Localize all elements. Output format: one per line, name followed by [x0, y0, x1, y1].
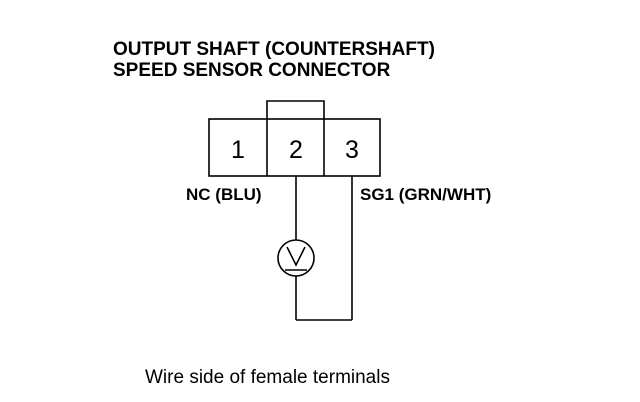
- connector-latch: [266, 100, 325, 119]
- connector-housing: [208, 100, 381, 177]
- diagram-title-line-2: SPEED SENSOR CONNECTOR: [113, 60, 391, 81]
- voltmeter-icon: [277, 239, 315, 277]
- voltmeter-v-glyph: [286, 246, 306, 267]
- pin-3-label: 3: [345, 136, 359, 164]
- wire-label-nc-blu: NC (BLU): [186, 185, 262, 204]
- pin-1-label: 1: [231, 136, 245, 164]
- diagram-caption: Wire side of female terminals: [145, 367, 390, 388]
- connector-body: [208, 118, 381, 177]
- pin-2-label: 2: [289, 136, 303, 164]
- wire-label-sg1-grn-wht: SG1 (GRN/WHT): [360, 185, 491, 204]
- test-circuit: [295, 176, 353, 321]
- diagram-title-line-1: OUTPUT SHAFT (COUNTERSHAFT): [113, 39, 435, 60]
- voltmeter-circle: [277, 239, 315, 277]
